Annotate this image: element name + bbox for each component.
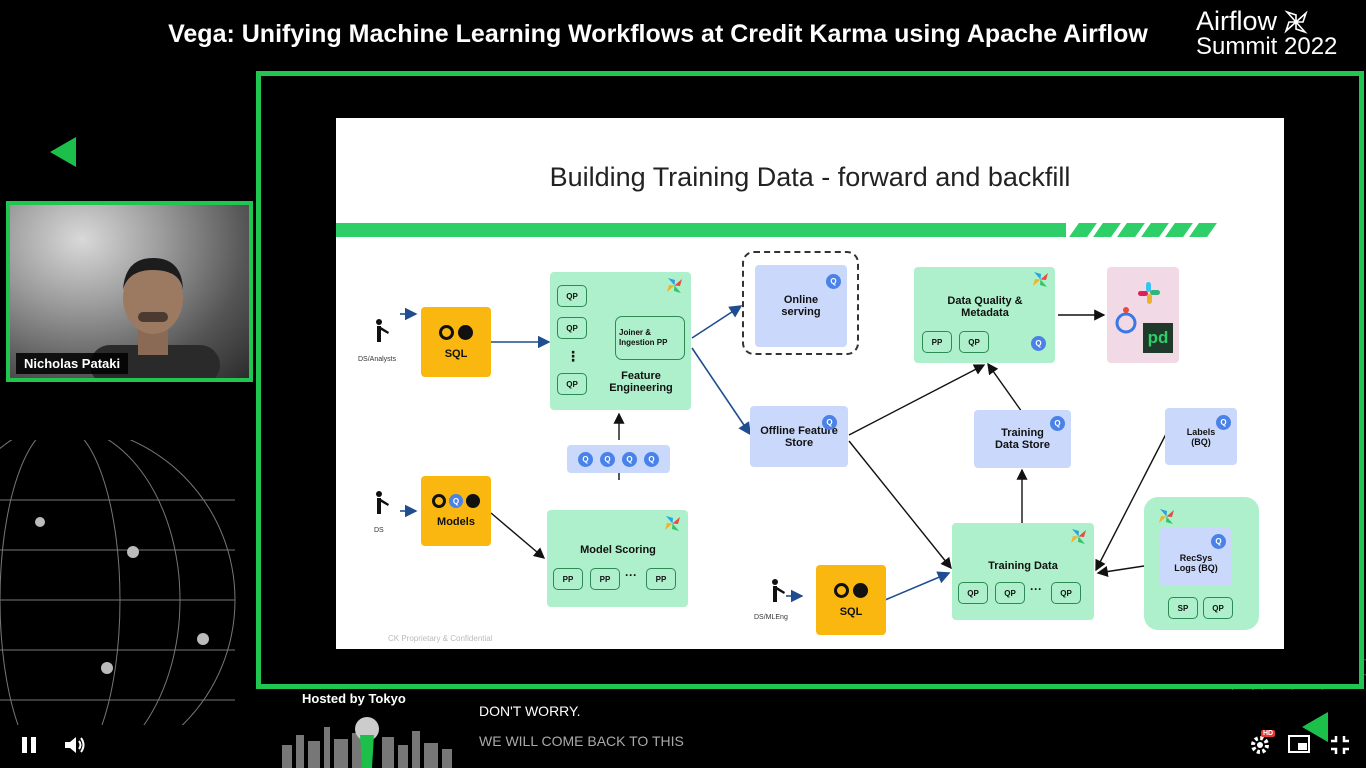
tokyo-skyline-decoration [282, 717, 452, 768]
actor-ds-analysts-icon [376, 319, 389, 342]
labels-box: Labels (BQ) [1165, 408, 1237, 465]
feature-engineering-label: Feature Engineering [609, 370, 673, 394]
qp-chip-2: QP [557, 317, 587, 339]
qp-chip-ellipsis: ⋮ [566, 348, 580, 364]
airflow-pinwheel-icon [439, 324, 454, 340]
logo-line1: Airflow [1196, 6, 1278, 36]
td-qp-chip-2: QP [995, 582, 1025, 604]
recsys-sp-chip: SP [1168, 597, 1198, 619]
globe-decoration [0, 440, 236, 725]
pp-chip-3: PP [646, 568, 676, 590]
fullscreen-exit-icon[interactable] [1330, 735, 1350, 755]
td-chip-ellipsis: ··· [1030, 582, 1042, 596]
slide-title: Building Training Data - forward and bac… [549, 162, 1071, 192]
pp-chip-ellipsis: ··· [625, 568, 637, 582]
airflow-pinwheel-icon [432, 494, 446, 508]
bigquery-icon: Q [600, 451, 615, 467]
slide: Building Training Data - forward and bac… [336, 118, 1284, 649]
speaker-name-tag: Nicholas Pataki [16, 353, 129, 374]
data-quality-label: Data Quality & Metadata [947, 295, 1023, 319]
online-serving-dashed [742, 251, 859, 355]
volume-icon[interactable] [63, 734, 87, 756]
airflow-pinwheel-icon [1033, 272, 1048, 287]
bigquery-icon: Q [822, 415, 837, 430]
slide-title-bar [336, 223, 1066, 237]
slide-footnote: CK Proprietary & Confidential [388, 634, 493, 643]
actor-ds-label: DS [374, 527, 384, 534]
github-icon [853, 582, 868, 598]
github-icon [466, 494, 480, 508]
actor-ds-analysts-label: DS/Analysts [358, 356, 397, 363]
pause-icon[interactable] [19, 735, 39, 755]
pp-chip-2: PP [590, 568, 620, 590]
sql-box-top: SQL [421, 307, 491, 377]
alerts-box: pd [1107, 267, 1179, 363]
td-qp-chip-3: QP [1051, 582, 1081, 604]
decor-arrow-left [50, 137, 76, 167]
airflow-pinwheel-icon [1071, 529, 1086, 544]
recsys-qp-chip: QP [1203, 597, 1233, 619]
joiner-ingestion-chip: Joiner & Ingestion PP [615, 316, 685, 360]
qp-chip-1: QP [557, 285, 587, 307]
qp-chip-3: QP [557, 373, 587, 395]
actor-ds-icon [376, 491, 389, 514]
airflow-pinwheel-icon [1284, 9, 1308, 34]
pagerduty-icon: pd [1143, 323, 1173, 353]
github-icon [458, 324, 473, 340]
bigquery-icon: Q [644, 451, 659, 467]
labels-label: Labels (BQ) [1186, 426, 1216, 447]
bigquery-icon: Q [1050, 416, 1065, 431]
monitoring-icon [1115, 307, 1137, 334]
training-data-store-label: Training Data Store [994, 427, 1051, 451]
bq-tables-strip: Q Q Q Q [567, 445, 670, 473]
settings-icon[interactable] [1249, 734, 1271, 756]
diagram-connectors [400, 305, 1167, 603]
slack-icon [1138, 282, 1160, 304]
bigquery-icon: Q [1031, 336, 1046, 351]
recsys-logs-label: RecSys Logs (BQ) [1174, 553, 1218, 573]
airflow-pinwheel-icon [667, 278, 682, 293]
caption-line-2: WE WILL COME BACK TO THIS [479, 733, 684, 749]
model-scoring-label: Model Scoring [580, 544, 656, 556]
miniplayer-icon[interactable] [1288, 735, 1310, 753]
airflow-pinwheel-icon [1159, 509, 1174, 524]
logo-line2: Summit 2022 [1196, 33, 1338, 60]
bigquery-icon: Q [578, 451, 593, 467]
td-qp-chip-1: QP [958, 582, 988, 604]
online-serving-label: Online serving [781, 294, 821, 318]
actor-ds-mleng-label: DS/MLEng [754, 614, 788, 621]
sql-box-bottom: SQL [816, 565, 886, 635]
dq-qp-chip: QP [959, 331, 989, 353]
models-box: Q Models [421, 476, 491, 546]
hd-badge: HD [1261, 730, 1276, 737]
bigquery-icon: Q [1211, 534, 1226, 549]
offline-feature-store-label: Offline Feature Store [760, 424, 838, 449]
training-data-label: Training Data [988, 560, 1058, 572]
video-title: Vega: Unifying Machine Learning Workflow… [168, 20, 1148, 48]
bigquery-icon: Q [826, 274, 841, 289]
airflow-pinwheel-icon [834, 582, 849, 598]
caption-line-1: DON'T WORRY. [479, 703, 581, 719]
hosted-by-label: Hosted by Tokyo [302, 691, 406, 706]
pp-chip-1: PP [553, 568, 583, 590]
models-label: Models [437, 516, 475, 528]
airflow-summit-logo: Airflow Summit 2022 [1196, 8, 1356, 68]
speaker-webcam: Nicholas Pataki [6, 201, 253, 382]
airflow-pinwheel-icon [665, 516, 680, 531]
sql-bottom-label: SQL [839, 605, 863, 618]
actor-ds-mleng-icon [772, 579, 785, 602]
model-scoring-box [547, 510, 688, 607]
bigquery-icon: Q [1216, 415, 1231, 430]
sql-top-label: SQL [444, 347, 468, 360]
bigquery-icon: Q [622, 451, 637, 467]
bigquery-icon: Q [449, 494, 463, 508]
dq-pp-chip: PP [922, 331, 952, 353]
